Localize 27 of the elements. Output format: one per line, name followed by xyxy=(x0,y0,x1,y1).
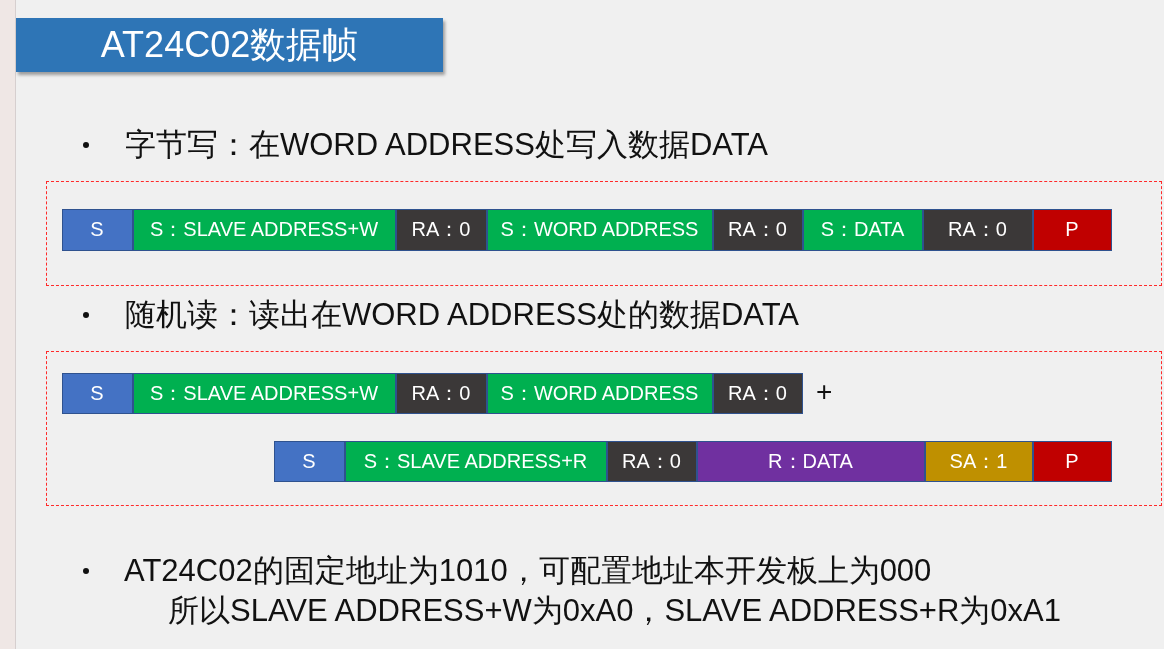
stop-condition-segment: P xyxy=(1032,440,1112,482)
acknowledge-segment: RA：0 xyxy=(712,372,803,414)
sent-byte-segment: S：SLAVE ADDRESS+W xyxy=(132,208,396,251)
bullet-text: 字节写：在WORD ADDRESS处写入数据DATA xyxy=(125,127,768,163)
start-condition-segment: S xyxy=(61,208,133,251)
acknowledge-segment: RA：0 xyxy=(606,440,697,482)
dashed-frame xyxy=(46,351,1162,506)
no-acknowledge-segment: SA：1 xyxy=(924,440,1033,482)
bullet-text: 随机读：读出在WORD ADDRESS处的数据DATA xyxy=(125,297,799,333)
sent-byte-segment: S：WORD ADDRESS xyxy=(486,208,713,251)
bullet-text: 所以SLAVE ADDRESS+W为0xA0，SLAVE ADDRESS+R为0xA1 xyxy=(168,593,1061,629)
acknowledge-segment: RA：0 xyxy=(712,208,803,251)
title-banner: AT24C02数据帧 xyxy=(16,18,443,72)
sent-byte-segment: S：WORD ADDRESS xyxy=(486,372,713,414)
sent-byte-segment: S：SLAVE ADDRESS+W xyxy=(132,372,396,414)
plus-sign: + xyxy=(816,375,833,409)
start-condition-segment: S xyxy=(273,440,345,482)
start-condition-segment: S xyxy=(61,372,133,414)
sent-byte-segment: S：SLAVE ADDRESS+R xyxy=(344,440,607,482)
stop-condition-segment: P xyxy=(1032,208,1112,251)
bullet-text: AT24C02的固定地址为1010，可配置地址本开发板上为000 xyxy=(124,553,932,589)
acknowledge-segment: RA：0 xyxy=(395,372,487,414)
sent-byte-segment: S：DATA xyxy=(802,208,923,251)
acknowledge-segment: RA：0 xyxy=(922,208,1033,251)
acknowledge-segment: RA：0 xyxy=(395,208,487,251)
read-byte-segment: R：DATA xyxy=(696,440,925,482)
dashed-frame xyxy=(46,181,1162,286)
